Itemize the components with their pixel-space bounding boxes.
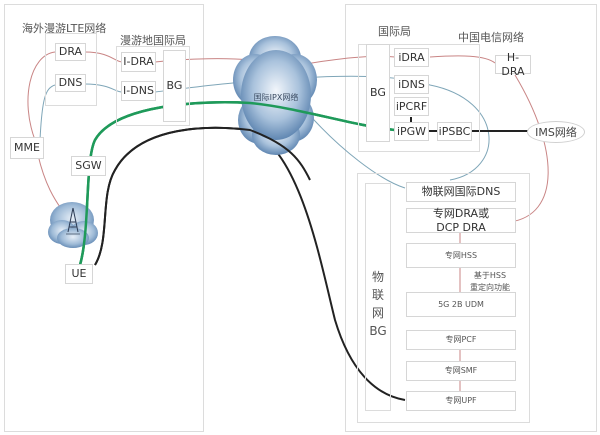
dcp-dra-line2: DCP DRA [436,220,486,234]
roaming-lte-network-group [45,33,97,106]
cell-tower-icon [66,207,80,235]
link-dns-idns [84,83,123,93]
dcp-dra-line1: 专网DRA或 [432,207,490,221]
node-private-pcf[interactable]: 专网PCF [406,330,516,350]
node-ipgw[interactable]: iPGW [394,122,429,141]
node-dra[interactable]: DRA [55,43,86,61]
node-private-upf[interactable]: 专网UPF [406,391,516,411]
node-5g-2b-udm[interactable]: 5G 2B UDM [406,292,516,317]
roaming-intl-office-group [116,46,190,126]
node-ims-network[interactable]: IMS网络 [527,121,585,143]
node-bg-roaming[interactable]: BG [163,50,186,122]
node-dcp-dra[interactable]: 专网DRA或 DCP DRA [406,207,516,234]
node-private-hss[interactable]: 专网HSS [406,243,516,268]
node-idns[interactable]: iDNS [394,75,429,94]
node-iot-intl-dns[interactable]: 物联网国际DNS [406,182,516,202]
link-ipx-iotdns [304,109,406,189]
link-ipx-idns [299,75,490,181]
left-panel-frame [4,4,204,432]
right-panel-frame [345,4,597,432]
node-sgw[interactable]: SGW [71,156,106,176]
node-ue[interactable]: UE [65,264,93,284]
china-telecom-title: 中国电信网络 [458,31,524,44]
iot-region-group [357,173,530,423]
node-i-dra[interactable]: I-DRA [121,52,156,72]
roaming-lte-network-title: 海外漫游LTE网络 [22,22,107,35]
node-ipsbc[interactable]: iPSBC [437,122,472,141]
iot-bg-column[interactable] [365,183,391,411]
node-dns[interactable]: DNS [55,74,86,92]
ipx-cloud-icon [233,36,317,155]
roaming-intl-office-title: 漫游地国际局 [120,34,186,47]
link-mme-dra [27,51,56,141]
ipx-cloud-label: 国际IPX网络 [254,92,299,102]
node-ipcrf[interactable]: iPCRF [394,97,429,116]
iot-bg-label: 物 联 网 BG [369,270,387,338]
intl-office-group [358,44,480,152]
node-private-smf[interactable]: 专网SMF [406,361,516,381]
node-idra[interactable]: iDRA [394,48,429,67]
node-i-dns[interactable]: I-DNS [121,81,156,101]
link-hdra-dcpdra [509,74,549,223]
link-idra-hdra [429,55,496,64]
link-mme-dns [39,84,56,141]
link-dra-idra [84,51,123,63]
node-mme[interactable]: MME [10,137,44,159]
node-h-dra[interactable]: H-DRA [495,51,531,78]
intl-office-title: 国际局 [378,25,411,38]
node-bg-intl[interactable]: BG [366,44,390,142]
hss-redirect-note: 基于HSS 重定向功能 [470,271,510,292]
